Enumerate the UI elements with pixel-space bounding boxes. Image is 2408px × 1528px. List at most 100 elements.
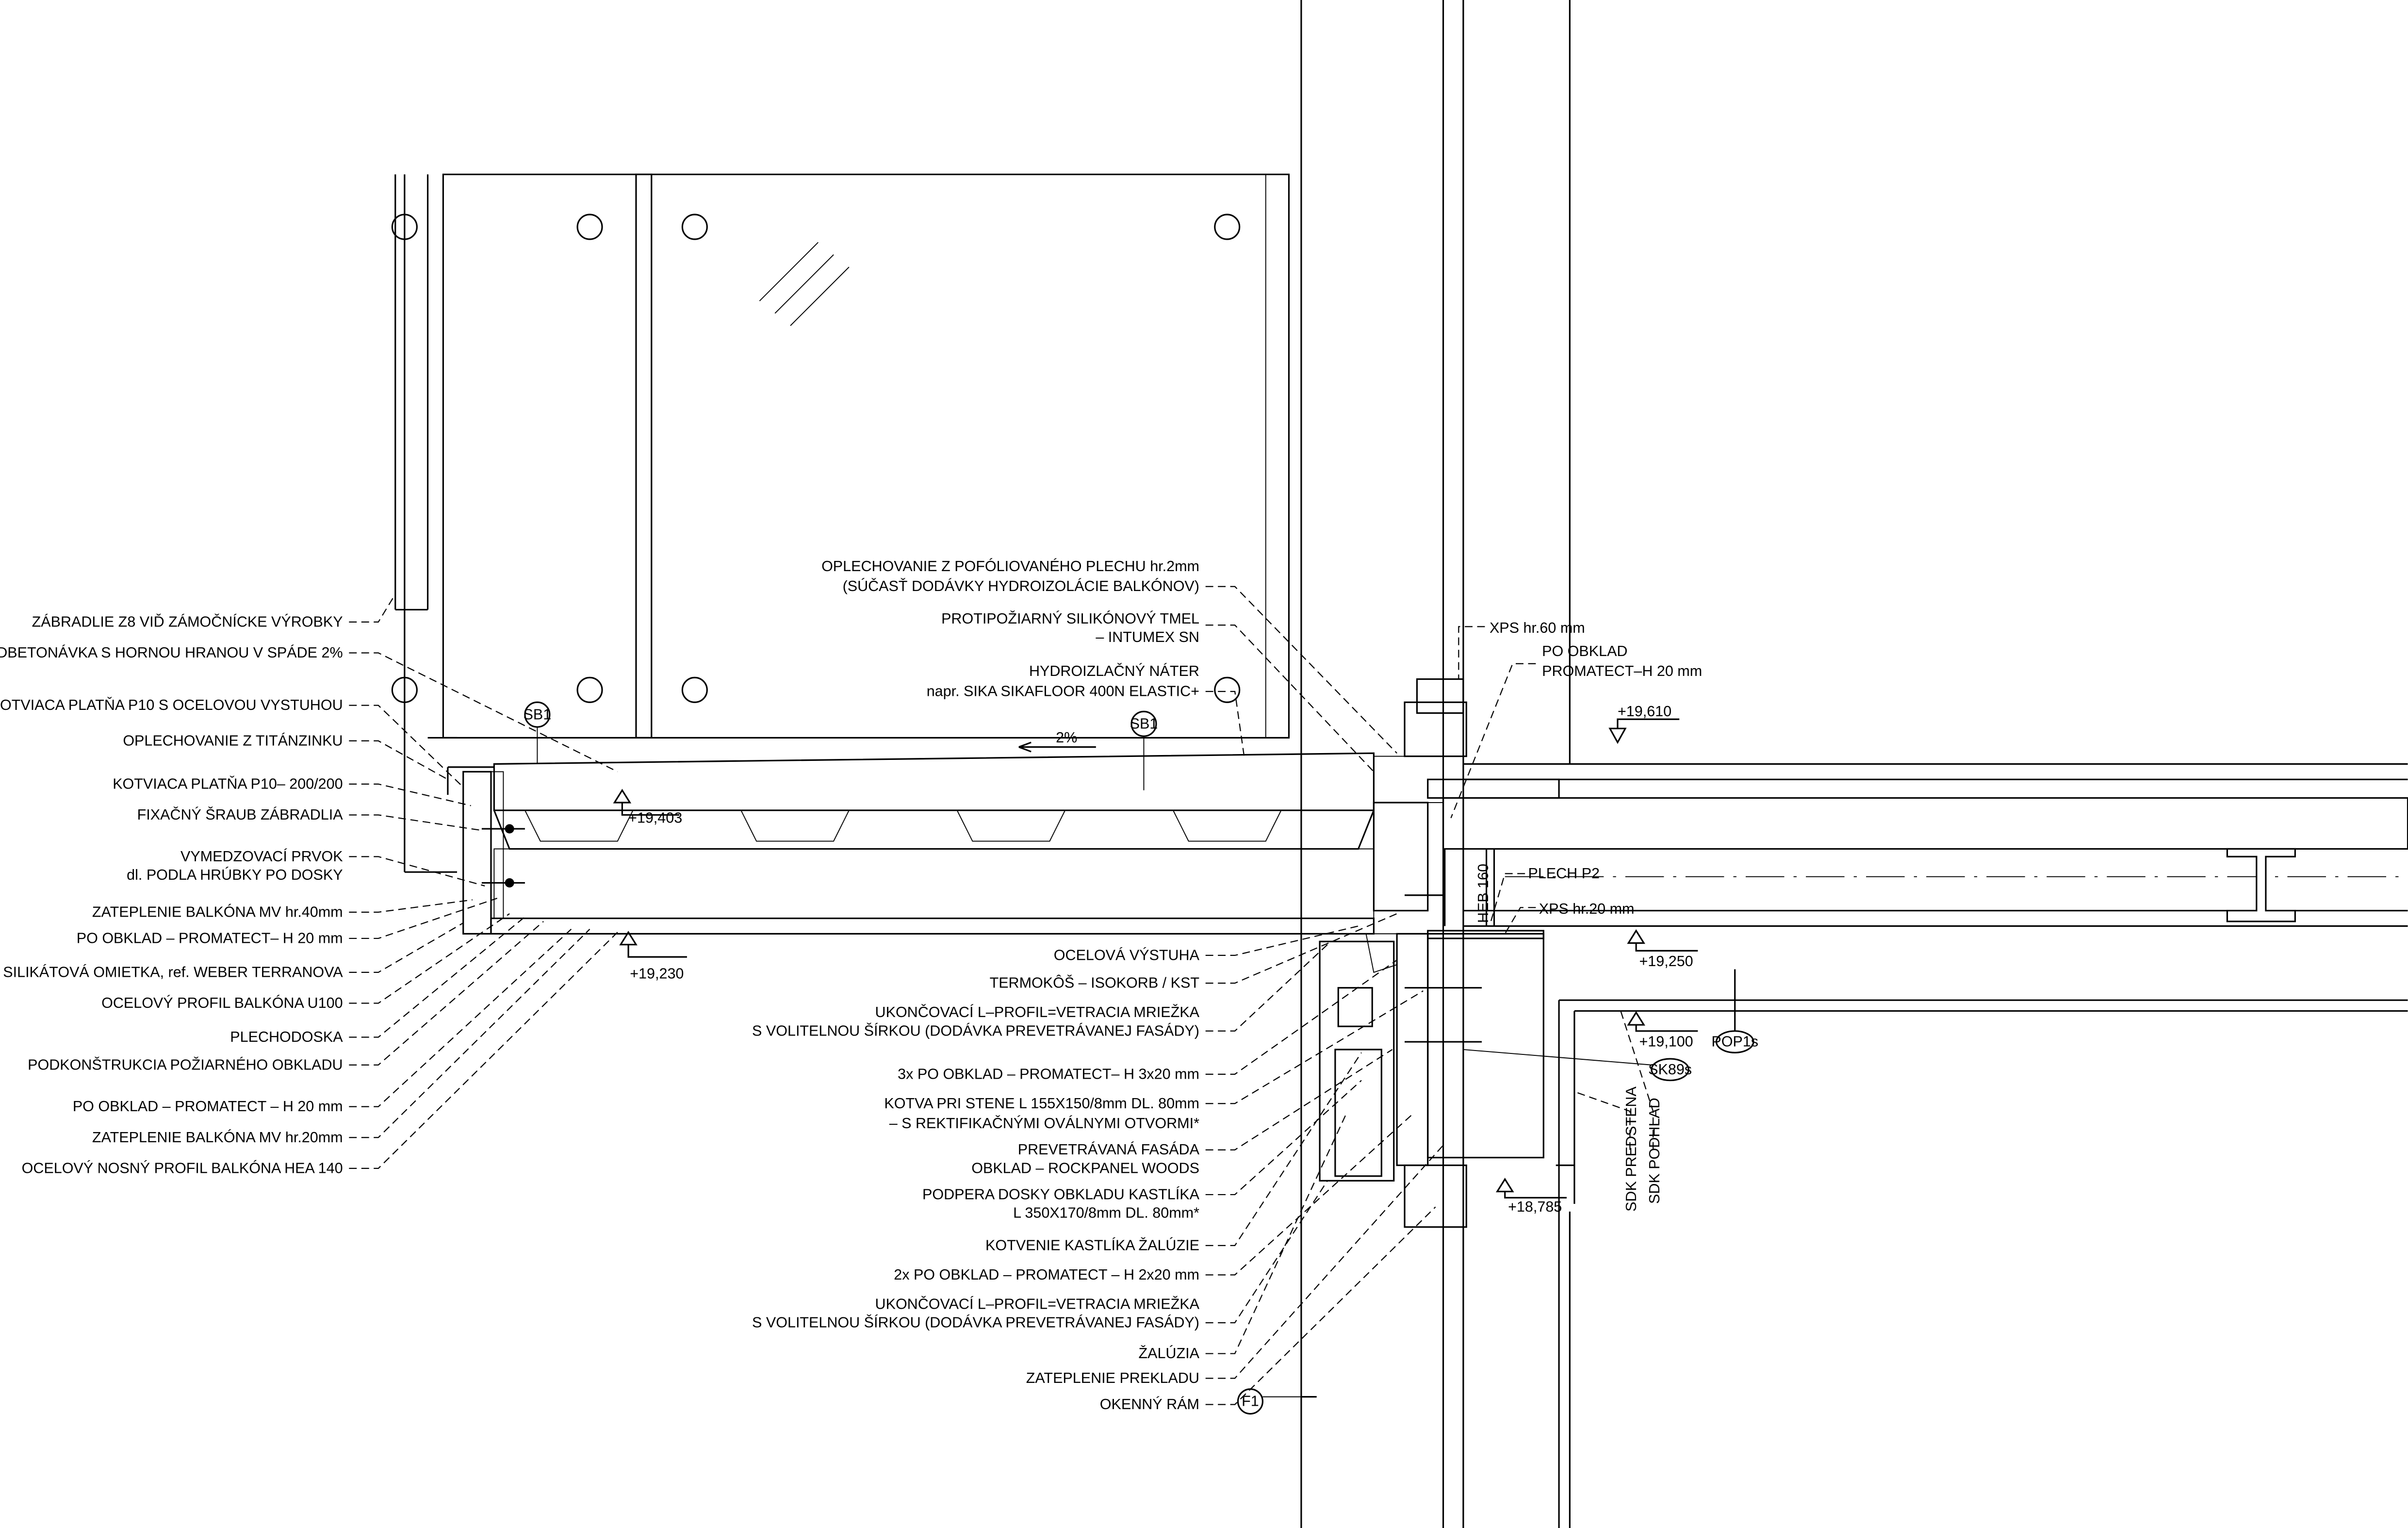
middle-label: KOTVENIE KASTLÍKA ŽALÚZIE: [985, 1236, 1199, 1253]
level-18785: +18,785: [1508, 1199, 1562, 1215]
leader-line: [349, 929, 590, 1138]
left-label: OCELOVÝ PROFIL BALKÓNA U100: [101, 994, 343, 1011]
left-label: KOTVIACA PLATŇA P10– 200/200: [113, 775, 343, 792]
slope-label: 2%: [1056, 729, 1077, 746]
left-label: ZATEPLENIE BALKÓNA MV hr.20mm: [92, 1129, 343, 1146]
middle-label: 2x PO OBKLAD – PROMATECT – H 2x20 mm: [894, 1266, 1199, 1283]
left-label: ZÁBRADLIE Z8 VIĎ ZÁMOČNÍCKE VÝROBKY: [32, 613, 343, 630]
annotation-labels: ZÁBRADLIE Z8 VIĎ ZÁMOČNÍCKE VÝROBKY NADBE…: [0, 558, 1200, 1413]
middle-label: OBKLAD – ROCKPANEL WOODS: [971, 1160, 1199, 1176]
leader-line: [1205, 959, 1397, 1075]
middle-label: S VOLITELNOU ŠÍRKOU (DODÁVKA PREVETRÁVAN…: [752, 1314, 1199, 1331]
i-beam: [2226, 848, 2296, 922]
left-label: FIXAČNÝ ŠRAUB ZÁBRADLIA: [137, 806, 344, 823]
leader-line: [349, 921, 544, 1066]
leader-line: [1205, 944, 1328, 1032]
label-po-obklad: PO OBKLAD: [1542, 643, 1627, 659]
level-19230: +19,230: [630, 966, 684, 982]
middle-label: HYDROIZLAČNÝ NÁTER: [1029, 662, 1199, 679]
level-marks: +19,610 +19,403 +19,230 +19,250 +19,100 …: [613, 703, 1698, 1215]
leader-line: [349, 916, 525, 1038]
label-heb160: HEB 160: [1475, 864, 1491, 923]
leader-line: [349, 814, 482, 831]
middle-label: napr. SIKA SIKAFLOOR 400N ELASTIC+: [927, 683, 1199, 700]
level-19100: +19,100: [1639, 1034, 1693, 1050]
level-19403: +19,403: [628, 809, 682, 826]
leader-line: [349, 932, 618, 1169]
leader-line: [1205, 1114, 1413, 1276]
label-sdk-predstena: SDK PREDSTENA: [1623, 1086, 1639, 1212]
leader-line: [1205, 624, 1375, 772]
leader-line: [1205, 586, 1397, 754]
label-xps60: XPS hr.60 mm: [1490, 620, 1585, 636]
leader-line: [349, 652, 618, 772]
middle-label: OPLECHOVANIE Z POFÓLIOVANÉHO PLECHU hr.2…: [821, 558, 1199, 575]
left-label: PLECHODOSKA: [230, 1029, 343, 1045]
leader-line: [349, 913, 510, 1004]
middle-label: KOTVA PRI STENE L 155X150/8mm DL. 80mm: [884, 1095, 1199, 1112]
leader-line: [349, 740, 448, 780]
tag-sb1: SB1: [1130, 715, 1158, 732]
left-label: dl. PODLA HRÚBKY PO DOSKY: [127, 866, 343, 883]
slope-arrow: 2%: [1018, 729, 1096, 753]
middle-label: ZATEPLENIE PREKLADU: [1026, 1370, 1199, 1386]
leader-line: [1205, 913, 1397, 984]
wall-junction: [1319, 678, 1560, 1228]
middle-label: PODPERA DOSKY OBKLADU KASTLÍKA: [922, 1185, 1200, 1202]
leader-line: [1205, 1049, 1393, 1150]
leader-line: [1205, 1145, 1444, 1379]
left-label: NADBETONÁVKA S HORNOU HRANOU V SPÁDE 2%: [0, 644, 343, 661]
leader-line: [1205, 1180, 1328, 1324]
left-label: SILIKÁTOVÁ OMIETKA, ref. WEBER TERRANOVA: [3, 963, 343, 980]
left-label: PODKONŠTRUKCIA POŽIARNÉHO OBKLADU: [28, 1056, 343, 1073]
leader-lines: [349, 586, 1444, 1405]
middle-label: – S REKTIFIKAČNÝMI OVÁLNYMI OTVORMI*: [889, 1115, 1199, 1132]
middle-label: L 350X170/8mm DL. 80mm*: [1013, 1205, 1199, 1221]
middle-label: TERMOKÔŠ – ISOKORB / KST: [990, 974, 1199, 991]
level-19250: +19,250: [1639, 953, 1693, 969]
leader-line: [349, 783, 471, 806]
left-label: OPLECHOVANIE Z TITÁNZINKU: [123, 732, 343, 749]
label-promatect: PROMATECT–H 20 mm: [1542, 663, 1702, 679]
middle-label: OKENNÝ RÁM: [1100, 1396, 1199, 1413]
middle-label: – INTUMEX SN: [1096, 629, 1199, 645]
label-xps20: XPS hr.20 mm: [1539, 901, 1635, 917]
leader-line: [1205, 1114, 1347, 1354]
label-plech: PLECH P2: [1528, 865, 1600, 882]
leader-line: [349, 594, 396, 623]
left-label: PO OBKLAD – PROMATECT– H 20 mm: [77, 930, 343, 946]
middle-label: ŽALÚZIA: [1138, 1345, 1199, 1362]
floor-slab: [1442, 763, 2408, 1528]
middle-label: UKONČOVACÍ L–PROFIL=VETRACIA MRIEŽKA: [875, 1003, 1200, 1020]
left-label: OCELOVÝ NOSNÝ PROFIL BALKÓNA HEA 140: [22, 1159, 343, 1176]
left-label: KOTVIACA PLATŇA P10 S OCELOVOU VYSTUHOU: [0, 696, 343, 713]
middle-label: S VOLITELNOU ŠÍRKOU (DODÁVKA PREVETRÁVAN…: [752, 1022, 1199, 1039]
balcony-slab: [447, 752, 1398, 973]
leader-line: [349, 705, 464, 788]
tag-sb1: SB1: [524, 706, 552, 723]
leader-line: [349, 856, 485, 887]
tag-pop1s: POP1s: [1711, 1034, 1758, 1050]
middle-label: PROTIPOŽIARNÝ SILIKÓNOVÝ TMEL: [941, 610, 1199, 627]
tag-sk89s: SK89s: [1648, 1061, 1692, 1078]
middle-label: PREVETRÁVANÁ FASÁDA: [1018, 1141, 1200, 1158]
leader-line: [1205, 1206, 1436, 1405]
level-19610: +19,610: [1618, 703, 1671, 720]
leader-line: [1205, 925, 1359, 956]
middle-label: (SÚČASŤ DODÁVKY HYDROIZOLÁCIE BALKÓNOV): [843, 577, 1199, 594]
reference-tags: SB1 SB1 SK89s POP1s F1: [524, 701, 1758, 1415]
middle-label: OCELOVÁ VÝSTUHA: [1054, 946, 1200, 963]
leader-line: [1205, 1052, 1362, 1247]
leader-line: [1205, 690, 1245, 756]
middle-label: UKONČOVACÍ L–PROFIL=VETRACIA MRIEŽKA: [875, 1295, 1200, 1312]
leader-line: [1205, 990, 1424, 1104]
glass-railing: [391, 173, 1290, 873]
tag-f1: F1: [1242, 1393, 1259, 1410]
left-label: VYMEDZOVACÍ PRVOK: [180, 848, 343, 865]
left-label: PO OBKLAD – PROMATECT – H 20 mm: [73, 1098, 343, 1115]
right-annotations: XPS hr.60 mm PO OBKLAD PROMATECT–H 20 mm…: [524, 620, 1758, 1415]
leader-line: [349, 899, 473, 913]
leader-line: [1205, 1080, 1362, 1196]
leader-line: [349, 922, 464, 973]
